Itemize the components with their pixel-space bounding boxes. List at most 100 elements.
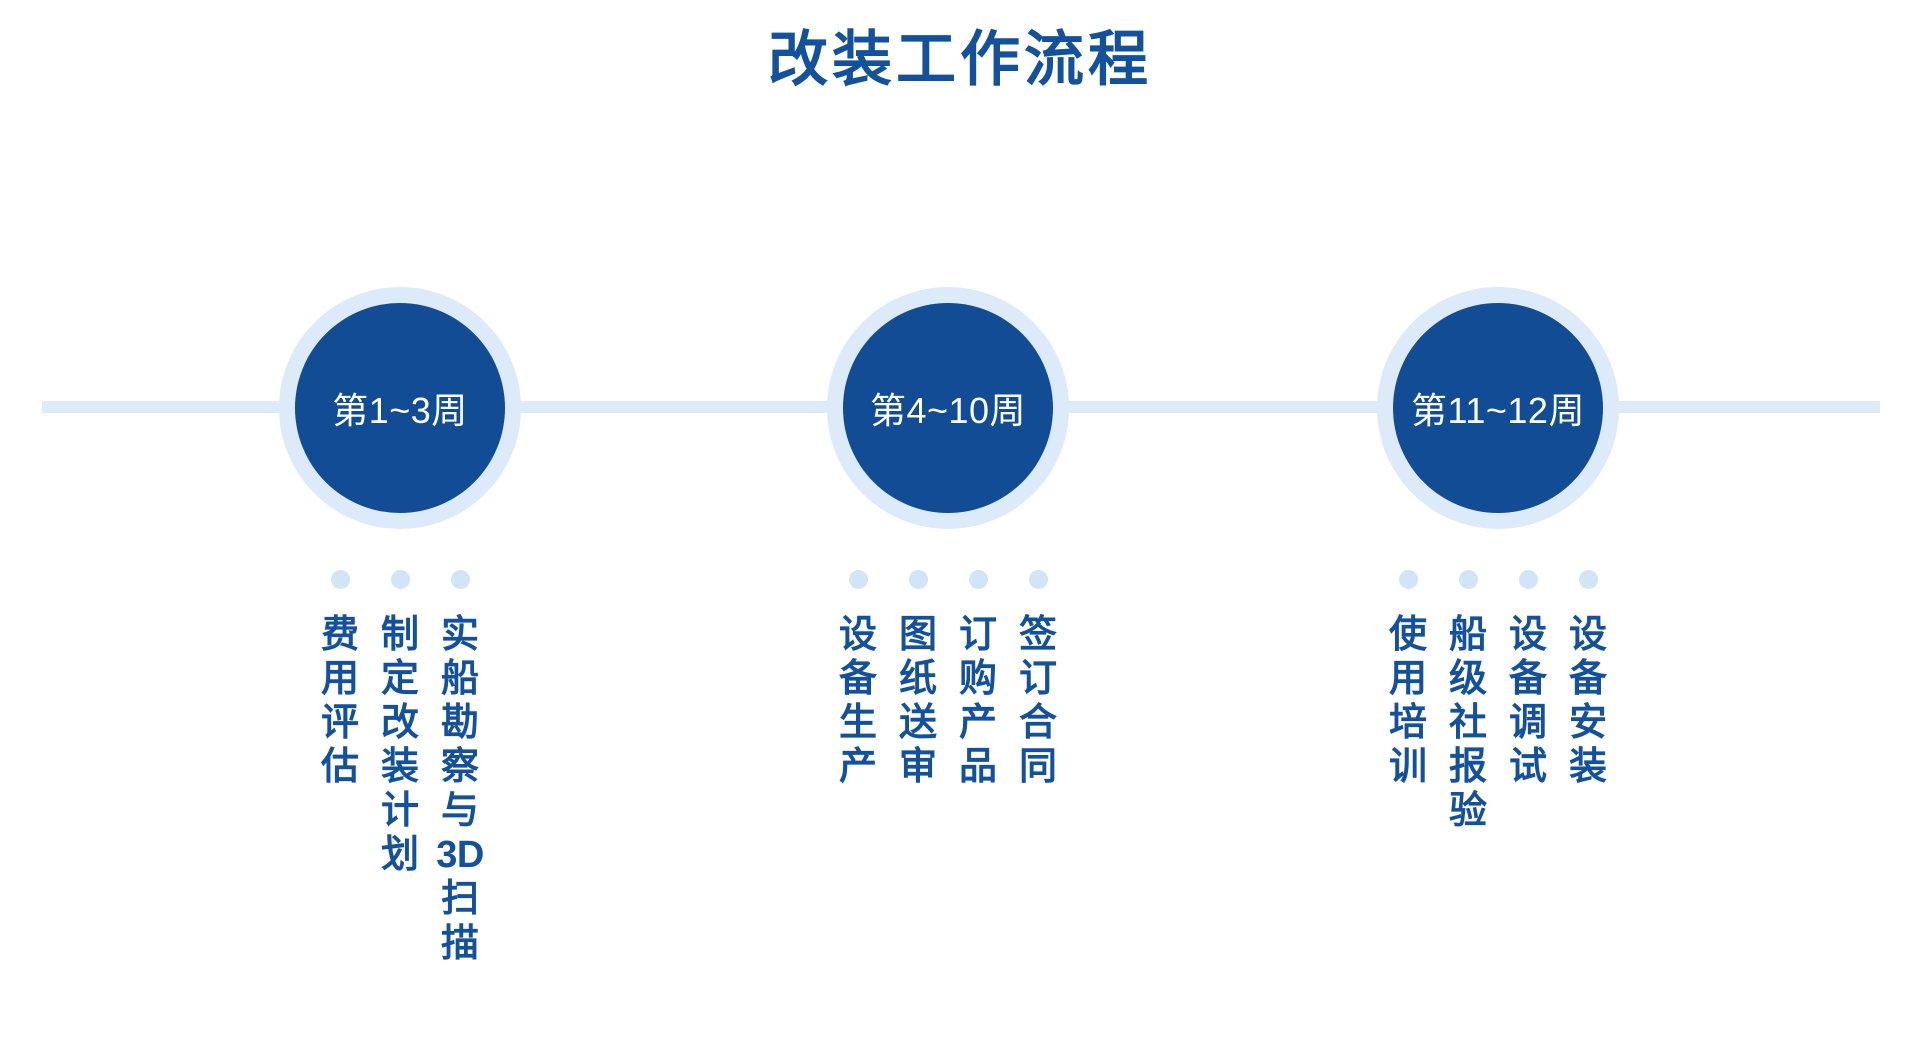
stage-circle-label-1: 第1~3周 xyxy=(332,390,468,431)
stage-item-label: 设备安装 xyxy=(1569,613,1607,789)
stage-item-char: 改 xyxy=(380,702,419,745)
stage-item-char: 估 xyxy=(320,746,359,789)
stage-item-label: 船级社报验 xyxy=(1449,613,1487,833)
stage-circle-3[interactable]: 第11~12周 xyxy=(1377,287,1619,529)
stage-item-char: 使 xyxy=(1388,614,1427,656)
stage-item-char: 审 xyxy=(898,746,937,789)
stage-item-char-latin: 3D xyxy=(436,834,484,877)
bullet-dot-icon xyxy=(330,570,350,589)
stage-item-char: 图 xyxy=(898,614,937,656)
stage-item-column[interactable]: 设备安装 xyxy=(1566,570,1610,789)
stage-item-column[interactable]: 图纸送审 xyxy=(896,570,940,789)
stage-item-label: 费用评估 xyxy=(321,613,359,789)
bullet-dot-icon xyxy=(848,570,868,589)
stage-item-char: 产 xyxy=(838,746,877,789)
stage-item-char: 同 xyxy=(1018,746,1057,789)
stage-item-char: 与 xyxy=(441,790,480,833)
stage-item-char: 划 xyxy=(380,834,419,877)
stage-item-char: 级 xyxy=(1448,658,1487,701)
stage-items-3: 设备安装设备调试船级社报验使用培训 xyxy=(1386,570,1610,833)
stage-item-char: 扫 xyxy=(441,878,480,921)
stage-item-char: 勘 xyxy=(441,702,480,745)
stage-item-char: 装 xyxy=(380,746,419,789)
stage-item-char: 纸 xyxy=(898,658,937,701)
stage-item-label: 制定改装计划 xyxy=(381,613,419,877)
stage-circle-core-2: 第4~10周 xyxy=(843,303,1053,513)
stage-item-label: 订购产品 xyxy=(959,613,997,789)
stage-item-label: 图纸送审 xyxy=(899,613,937,789)
stage-item-label: 设备生产 xyxy=(839,613,877,789)
stage-item-char: 安 xyxy=(1568,702,1607,745)
stage-item-label: 签订合同 xyxy=(1019,613,1057,789)
stage-item-char: 购 xyxy=(958,658,997,701)
stage-item-char: 评 xyxy=(320,702,359,745)
stage-item-char: 备 xyxy=(838,658,877,701)
stage-item-char: 送 xyxy=(898,702,937,745)
stage-item-char: 装 xyxy=(1568,746,1607,789)
stage-item-column[interactable]: 设备调试 xyxy=(1506,570,1550,789)
bullet-dot-icon xyxy=(1458,570,1478,589)
stage-item-char: 签 xyxy=(1018,614,1057,656)
stage-item-column[interactable]: 设备生产 xyxy=(836,570,880,789)
timeline-stage-3: 第11~12周 设备安装设备调试船级社报验使用培训 xyxy=(1288,0,1708,1056)
stage-item-char: 产 xyxy=(958,702,997,745)
bullet-dot-icon xyxy=(1398,570,1418,589)
stage-item-char: 船 xyxy=(441,658,480,701)
stage-item-char: 实 xyxy=(441,614,480,656)
bullet-dot-icon xyxy=(390,570,410,589)
stage-item-char: 定 xyxy=(380,658,419,701)
stage-item-char: 调 xyxy=(1508,702,1547,745)
stage-item-char: 船 xyxy=(1448,614,1487,656)
stage-item-char: 用 xyxy=(1388,658,1427,701)
stage-item-char: 费 xyxy=(320,614,359,656)
stage-item-char: 设 xyxy=(838,614,877,656)
stage-item-column[interactable]: 费用评估 xyxy=(318,570,362,789)
stage-item-column[interactable]: 制定改装计划 xyxy=(378,570,422,877)
stage-items-2: 签订合同订购产品图纸送审设备生产 xyxy=(836,570,1060,789)
stage-item-char: 制 xyxy=(380,614,419,656)
stage-item-label: 使用培训 xyxy=(1389,613,1427,789)
stage-circle-label-3: 第11~12周 xyxy=(1411,390,1585,431)
stage-item-char: 训 xyxy=(1388,746,1427,789)
stage-item-char: 描 xyxy=(441,922,480,965)
stage-item-char: 合 xyxy=(1018,702,1057,745)
bullet-dot-icon xyxy=(1578,570,1598,589)
stage-item-char: 设 xyxy=(1568,614,1607,656)
stage-item-char: 备 xyxy=(1568,658,1607,701)
stage-item-char: 试 xyxy=(1508,746,1547,789)
stage-item-char: 生 xyxy=(838,702,877,745)
page-title: 改装工作流程 xyxy=(768,26,1152,93)
stage-item-char: 培 xyxy=(1388,702,1427,745)
stage-item-char: 用 xyxy=(320,658,359,701)
stage-item-column[interactable]: 订购产品 xyxy=(956,570,1000,789)
stage-item-column[interactable]: 签订合同 xyxy=(1016,570,1060,789)
stage-circle-core-1: 第1~3周 xyxy=(295,303,505,513)
stage-circle-2[interactable]: 第4~10周 xyxy=(827,287,1069,529)
stage-item-char: 社 xyxy=(1448,702,1487,745)
stage-item-char: 订 xyxy=(958,614,997,656)
stage-circle-1[interactable]: 第1~3周 xyxy=(279,287,521,529)
stage-circle-core-3: 第11~12周 xyxy=(1393,303,1603,513)
stage-item-label: 设备调试 xyxy=(1509,613,1547,789)
stage-item-char: 备 xyxy=(1508,658,1547,701)
stage-item-char: 计 xyxy=(380,790,419,833)
stage-item-char: 验 xyxy=(1448,790,1487,833)
stage-item-char: 察 xyxy=(441,746,480,789)
bullet-dot-icon xyxy=(1518,570,1538,589)
bullet-dot-icon xyxy=(450,570,470,589)
bullet-dot-icon xyxy=(1028,570,1048,589)
stage-item-char: 设 xyxy=(1508,614,1547,656)
timeline-stage-2: 第4~10周 签订合同订购产品图纸送审设备生产 xyxy=(738,0,1158,1056)
stage-item-char: 订 xyxy=(1018,658,1057,701)
stage-item-column[interactable]: 船级社报验 xyxy=(1446,570,1490,833)
stage-circle-label-2: 第4~10周 xyxy=(869,390,1027,431)
stage-item-char: 品 xyxy=(958,746,997,789)
stage-item-column[interactable]: 使用培训 xyxy=(1386,570,1430,789)
stage-item-char: 报 xyxy=(1448,746,1487,789)
bullet-dot-icon xyxy=(908,570,928,589)
